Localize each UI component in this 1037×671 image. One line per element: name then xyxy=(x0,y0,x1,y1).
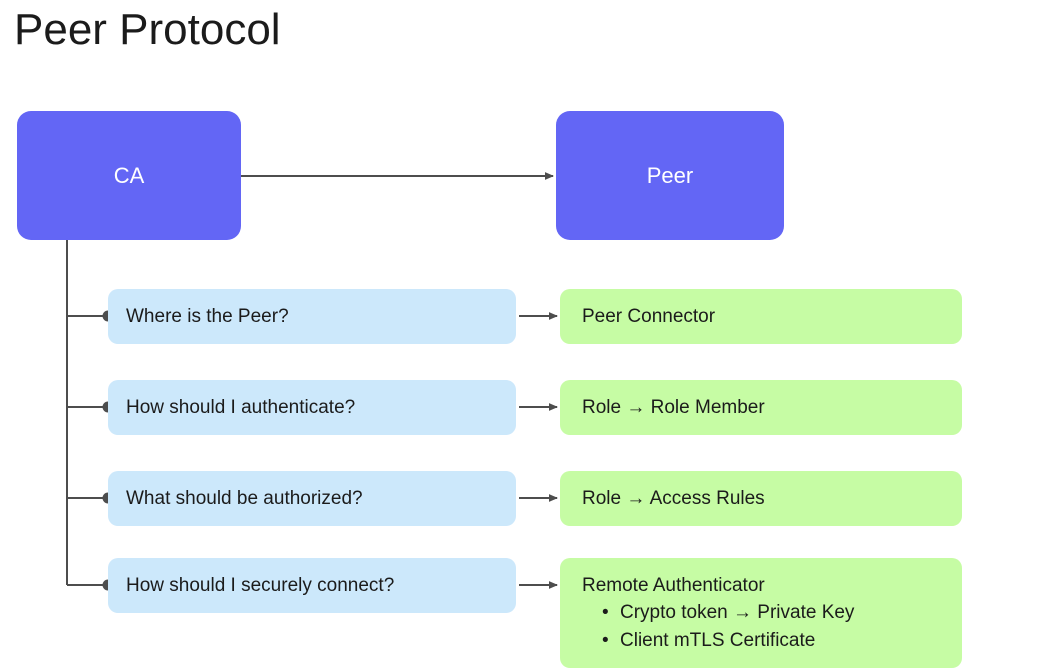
question-box-1[interactable]: Where is the Peer? xyxy=(108,289,516,344)
node-ca[interactable]: CA xyxy=(17,111,241,240)
node-ca-label: CA xyxy=(113,162,145,188)
page-title: Peer Protocol xyxy=(14,5,281,54)
answer-bullet: Client mTLS Certificate xyxy=(602,627,854,655)
answer-title: Remote Authenticator xyxy=(582,575,765,596)
answer-box-2[interactable]: Role → Role Member xyxy=(560,380,962,435)
question-label: Where is the Peer? xyxy=(126,305,289,327)
answer-title: Role → Access Rules xyxy=(582,488,765,509)
node-peer[interactable]: Peer xyxy=(556,111,784,240)
question-box-4[interactable]: How should I securely connect? xyxy=(108,558,516,613)
answer-bullet: Crypto token → Private Key xyxy=(602,599,854,627)
question-label: How should I authenticate? xyxy=(126,396,356,418)
answer-box-1[interactable]: Peer Connector xyxy=(560,289,962,344)
question-label: How should I securely connect? xyxy=(126,574,395,596)
answer-box-3[interactable]: Role → Access Rules xyxy=(560,471,962,526)
answer-bullet-list: Crypto token → Private Key Client mTLS C… xyxy=(582,599,854,655)
answer-box-4[interactable]: Remote Authenticator Crypto token → Priv… xyxy=(560,558,962,668)
node-peer-label: Peer xyxy=(646,162,694,188)
answer-content: Remote Authenticator Crypto token → Priv… xyxy=(582,572,854,655)
answer-title: Role → Role Member xyxy=(582,397,765,418)
answer-title: Peer Connector xyxy=(582,306,716,327)
question-box-3[interactable]: What should be authorized? xyxy=(108,471,516,526)
question-label: What should be authorized? xyxy=(126,487,363,509)
question-box-2[interactable]: How should I authenticate? xyxy=(108,380,516,435)
